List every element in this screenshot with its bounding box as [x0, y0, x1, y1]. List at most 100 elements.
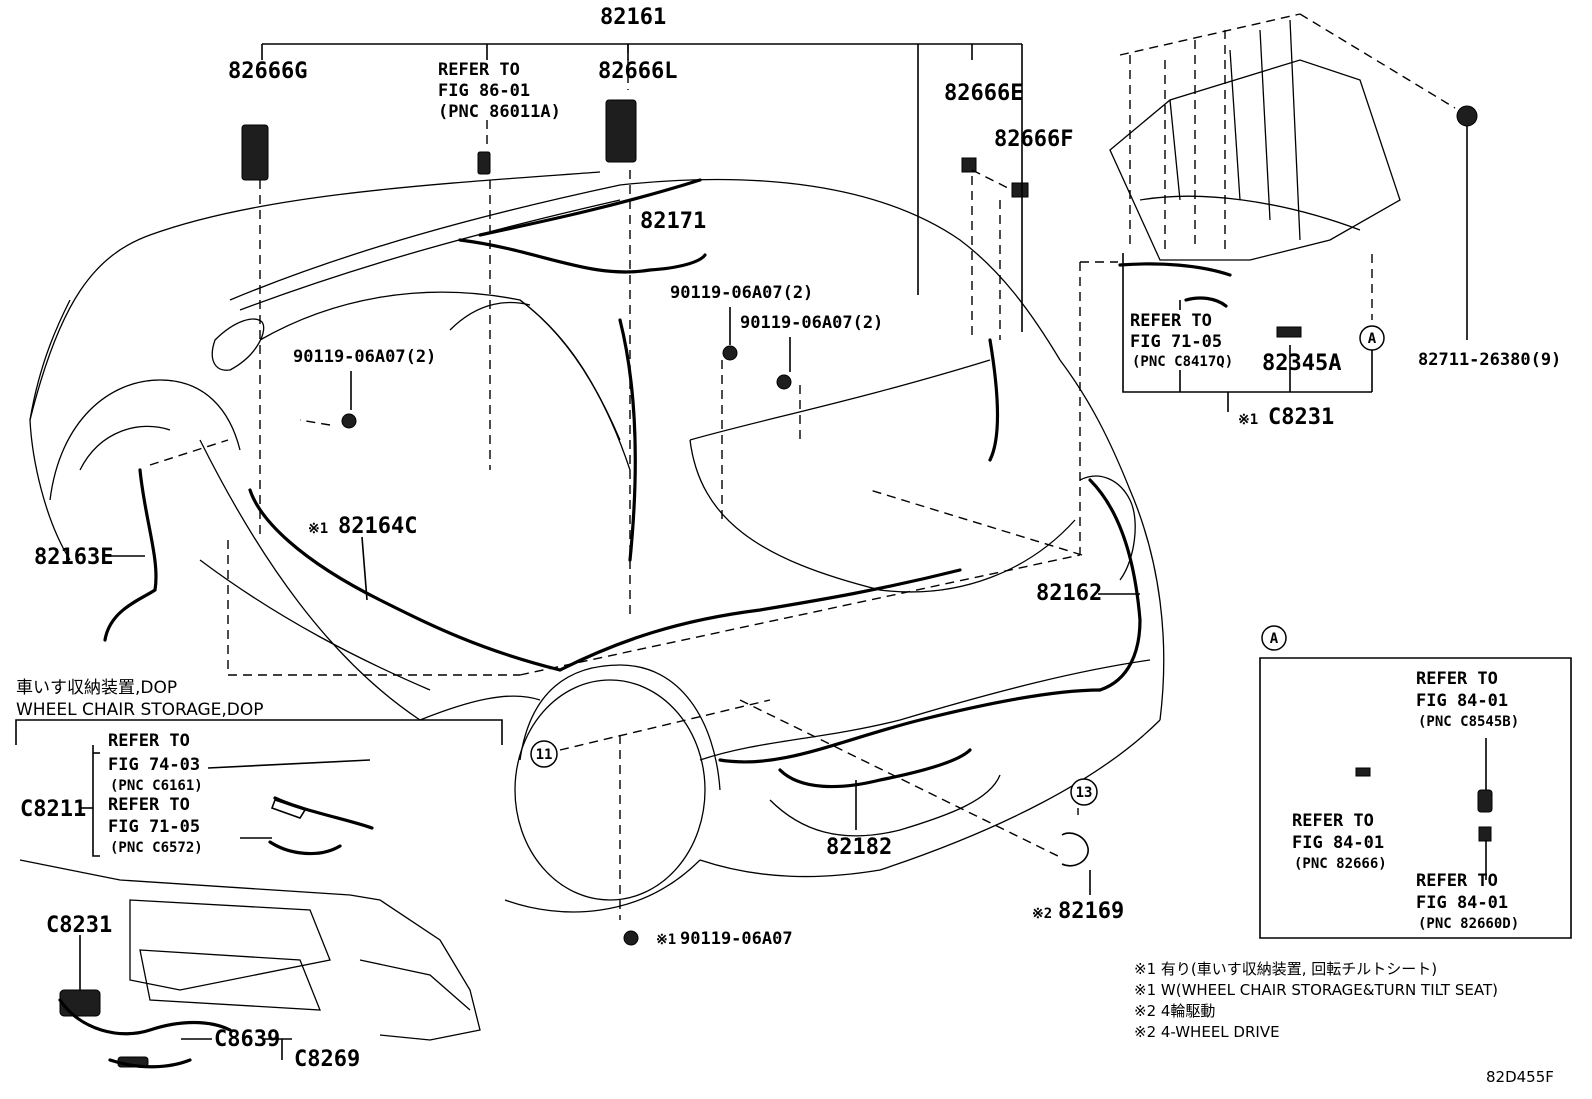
svg-text:A: A [1368, 331, 1377, 347]
connector-86011a [477, 151, 491, 175]
svg-text:A: A [1270, 631, 1279, 647]
legend-line-3: ※2 4輪駆動 [1134, 1002, 1215, 1020]
note-marker-82169: ※2 [1032, 906, 1052, 922]
label-82711: 82711-26380(9) [1418, 350, 1561, 370]
label-82169: 82169 [1058, 899, 1124, 924]
marker-13: 13 [1070, 778, 1098, 806]
components [59, 99, 1493, 1068]
label-82666g: 82666G [228, 59, 307, 84]
bolt-c [776, 374, 792, 390]
label-bolt-c: 90119-06A07(2) [740, 313, 883, 333]
grommet-82711 [1456, 105, 1478, 127]
bolt-a [341, 413, 357, 429]
wheelchair-storage-assembly [19, 796, 481, 1069]
leader-lines [15, 13, 1572, 1060]
legend-line-4: ※2 4-WHEEL DRIVE [1134, 1023, 1280, 1041]
connector-82660d [1478, 826, 1492, 842]
bolt-b [722, 345, 738, 361]
ecu-bracket-assembly [1109, 19, 1401, 308]
clip-82666f [1011, 182, 1029, 198]
label-82345a: 82345A [1262, 351, 1341, 376]
label-c8269: C8269 [294, 1047, 360, 1072]
label-c8211: C8211 [20, 797, 86, 822]
svg-text:(PNC C6572): (PNC C6572) [110, 840, 203, 856]
svg-text:REFER TO: REFER TO [108, 795, 190, 815]
harness-floor [558, 568, 962, 672]
footnote-legend: ※1 有り(車いす収納装置, 回転チルトシート) ※1 W(WHEEL CHAI… [1134, 960, 1498, 1041]
marker-11: 11 [530, 740, 558, 768]
label-82182: 82182 [826, 835, 892, 860]
svg-text:REFER TO: REFER TO [1292, 811, 1374, 831]
label-bolt-a: 90119-06A07(2) [293, 347, 436, 367]
ref-fig-84-01-82666: REFER TO FIG 84-01 (PNC 82666) [1292, 811, 1387, 872]
label-82161: 82161 [600, 5, 666, 30]
connector-82666 [1355, 767, 1371, 777]
connector-c8545b [1477, 789, 1493, 813]
label-c8231: C8231 [46, 913, 112, 938]
svg-text:(PNC 82666): (PNC 82666) [1294, 856, 1387, 872]
svg-text:FIG 84-01: FIG 84-01 [1416, 893, 1508, 913]
harness-pillar [618, 318, 637, 562]
harness-82171 [458, 238, 707, 274]
note-marker-c8231: ※1 [1238, 412, 1258, 428]
ref-fig-71-05-upper: REFER TO FIG 71-05 (PNC C8417Q) [1130, 311, 1233, 370]
wire-harnesses [103, 178, 1142, 789]
label-82666f: 82666F [994, 127, 1073, 152]
harness-82182-lower [778, 748, 972, 789]
sensor-82169 [1061, 832, 1089, 867]
svg-text:(PNC C8417Q): (PNC C8417Q) [1132, 354, 1233, 370]
label-bolt-d: 90119-06A07 [680, 929, 793, 949]
ref-fig-71-05-lower: REFER TO FIG 71-05 (PNC C6572) [108, 795, 203, 856]
ref-fig-74-03: REFER TO FIG 74-03 (PNC C6161) [108, 731, 203, 794]
diagram-code: 82D455F [1486, 1068, 1554, 1086]
svg-text:REFER TO: REFER TO [1416, 871, 1498, 891]
label-82162: 82162 [1036, 581, 1102, 606]
svg-text:REFER TO: REFER TO [1416, 669, 1498, 689]
svg-text:REFER TO: REFER TO [1130, 311, 1212, 331]
svg-text:FIG 74-03: FIG 74-03 [108, 755, 200, 775]
svg-text:REFER TO: REFER TO [108, 731, 190, 751]
svg-text:11: 11 [536, 747, 553, 763]
legend-line-1: ※1 有り(車いす収納装置, 回転チルトシート) [1134, 960, 1437, 978]
svg-text:REFER TO: REFER TO [438, 60, 520, 80]
ref-fig-86-01: REFER TO FIG 86-01 (PNC 86011A) [438, 60, 561, 122]
svg-text:(PNC 86011A): (PNC 86011A) [438, 102, 561, 122]
harness-82162 [1088, 478, 1142, 692]
harness-82163e [103, 468, 158, 642]
harness-roof [478, 178, 702, 237]
svg-text:FIG 71-05: FIG 71-05 [1130, 332, 1222, 352]
svg-text:(PNC C8545B): (PNC C8545B) [1418, 714, 1519, 730]
marker-a-inset: A [1261, 625, 1287, 651]
note-marker-82164c: ※1 [308, 521, 328, 537]
harness-82164c [248, 488, 562, 672]
legend-line-2: ※1 W(WHEEL CHAIR STORAGE&TURN TILT SEAT) [1134, 981, 1498, 999]
label-82164c: 82164C [338, 514, 417, 539]
wheelchair-caption-en: WHEEL CHAIR STORAGE,DOP [16, 700, 264, 720]
label-c8639: C8639 [214, 1027, 280, 1052]
svg-text:FIG 84-01: FIG 84-01 [1292, 833, 1384, 853]
vehicle-body-outline [29, 171, 1165, 913]
label-82666e: 82666E [944, 81, 1023, 106]
clip-82666e [961, 157, 977, 173]
wheelchair-caption-jp: 車いす収納装置,DOP [16, 678, 177, 698]
svg-text:FIG 86-01: FIG 86-01 [438, 81, 530, 101]
harness-hatch [988, 338, 1000, 462]
label-82163e: 82163E [34, 545, 113, 570]
marker-a-upper: A [1359, 325, 1385, 351]
connector-82666l [605, 99, 637, 163]
connector-82345a [1276, 326, 1302, 338]
svg-text:FIG 84-01: FIG 84-01 [1416, 691, 1508, 711]
svg-text:(PNC 82660D): (PNC 82660D) [1418, 916, 1519, 932]
label-82171: 82171 [640, 209, 706, 234]
wheelchair-caption: 車いす収納装置,DOP WHEEL CHAIR STORAGE,DOP [16, 678, 264, 720]
ref-fig-84-01-82660d: REFER TO FIG 84-01 (PNC 82660D) [1416, 871, 1519, 932]
label-bolt-b: 90119-06A07(2) [670, 283, 813, 303]
label-82666l: 82666L [598, 59, 677, 84]
part-labels: 82161 82666G 82666L 82666E 82666F 82171 … [20, 5, 1561, 1072]
svg-text:13: 13 [1076, 785, 1093, 801]
label-c8231-top: C8231 [1268, 405, 1334, 430]
bolt-d [623, 930, 639, 946]
note-marker-bolt-d: ※1 [656, 932, 676, 948]
svg-text:(PNC C6161): (PNC C6161) [110, 778, 203, 794]
